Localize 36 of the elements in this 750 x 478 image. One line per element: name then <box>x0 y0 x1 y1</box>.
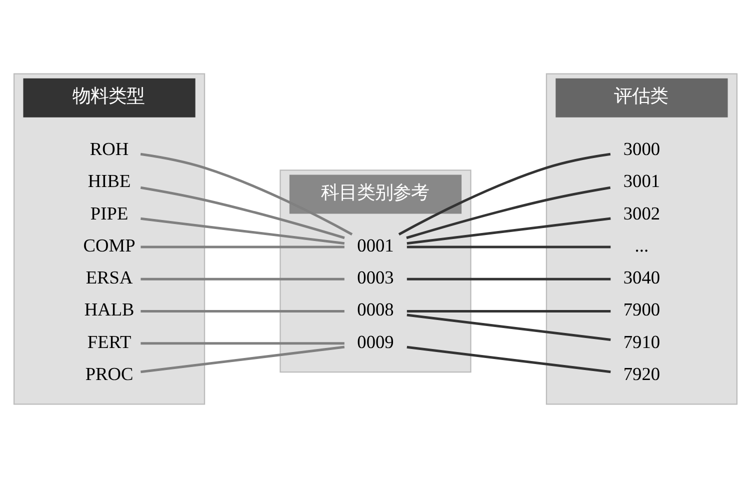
connector <box>398 152 610 236</box>
node-text: 3002 <box>622 203 660 224</box>
connector <box>140 246 344 248</box>
node-text: 3000 <box>622 139 660 160</box>
node-text: COMP <box>82 235 135 256</box>
connector <box>140 152 352 236</box>
connector <box>140 310 344 313</box>
node-text: 7920 <box>622 364 660 384</box>
connector <box>140 342 344 345</box>
node-text: PIPE <box>90 203 128 224</box>
connector <box>406 346 610 374</box>
connector <box>406 186 610 240</box>
node-text: ERSA <box>85 268 132 288</box>
node-text: ... <box>634 235 648 256</box>
node-text: 7910 <box>622 332 660 352</box>
connector <box>406 246 610 248</box>
connector <box>406 278 610 280</box>
connector <box>140 217 344 245</box>
node-text: HALB <box>84 300 134 320</box>
node-text: FERT <box>86 332 131 352</box>
connector <box>406 310 610 313</box>
node-text: 7900 <box>622 300 660 320</box>
connector <box>406 217 610 245</box>
node-text: 0009 <box>356 332 394 352</box>
connector <box>140 278 344 280</box>
connector <box>406 314 610 342</box>
node-text: 0003 <box>356 268 394 288</box>
node-text: 0008 <box>356 300 394 320</box>
node-text: PROC <box>84 364 133 384</box>
node-text: 0001 <box>356 235 394 256</box>
connector <box>140 186 344 240</box>
node-text: HIBE <box>87 171 130 192</box>
node-text: 3040 <box>622 268 660 288</box>
node-text: 3001 <box>622 171 660 192</box>
node-text: ROH <box>89 139 128 160</box>
connector <box>140 346 344 374</box>
